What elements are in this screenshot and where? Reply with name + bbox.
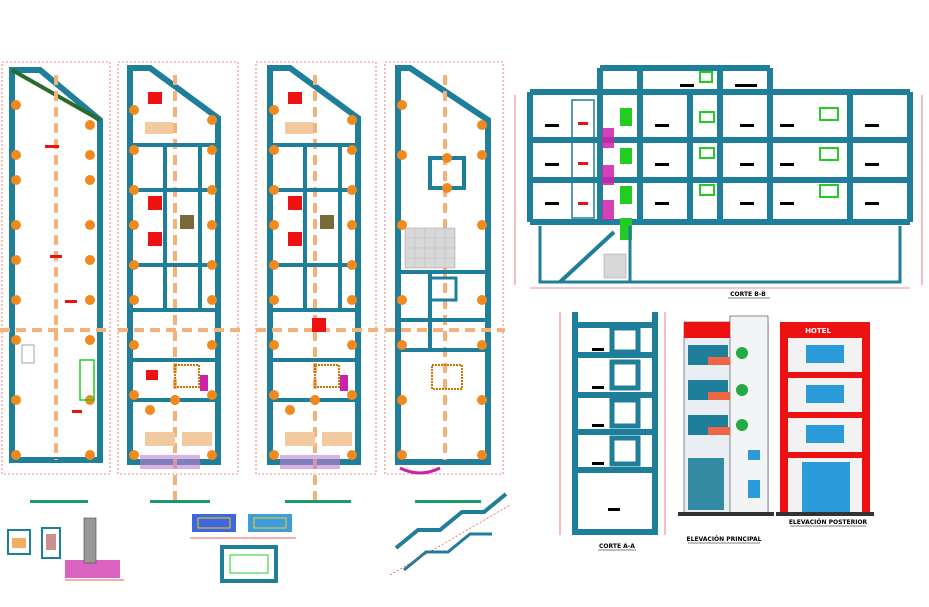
section-a-a: CORTE A-A bbox=[559, 312, 666, 551]
construction-details bbox=[7, 492, 511, 583]
hotel-sign-text: HOTEL bbox=[805, 327, 831, 335]
floor-plan-2 bbox=[117, 61, 240, 503]
floor-plan-1 bbox=[0, 61, 112, 503]
floor-plan-4 bbox=[384, 61, 505, 503]
section-b-b-label: CORTE B-B bbox=[730, 291, 766, 298]
floor-plan-3 bbox=[255, 61, 378, 503]
beam-detail bbox=[190, 514, 296, 539]
section-a-a-label: CORTE A-A bbox=[599, 543, 635, 550]
slab-detail bbox=[220, 545, 278, 583]
elevation-main-label: ELEVACIÓN PRINCIPAL bbox=[687, 536, 762, 543]
footing-detail bbox=[7, 517, 124, 581]
elevation-main: ELEVACIÓN PRINCIPAL bbox=[678, 315, 774, 544]
stair-detail bbox=[389, 492, 511, 576]
elevation-rear-label: ELEVACIÓN POSTERIOR bbox=[789, 519, 868, 526]
section-b-b: CORTE B-B bbox=[514, 65, 923, 299]
elevation-rear: HOTEL ELEVACIÓN POSTERIOR bbox=[776, 322, 874, 527]
